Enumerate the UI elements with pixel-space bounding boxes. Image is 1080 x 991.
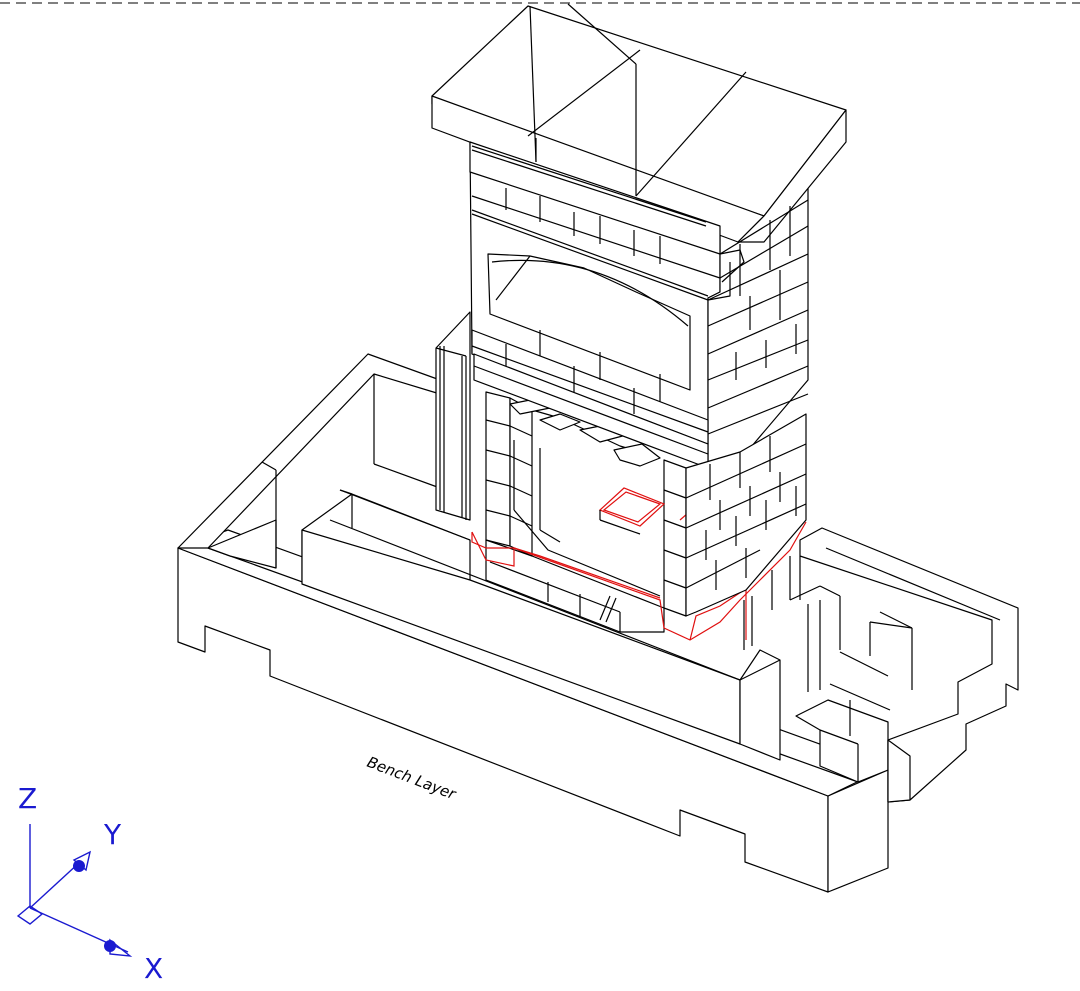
bench-end-face — [827, 769, 889, 893]
ucs-y-marker — [73, 860, 85, 872]
firebox-inner-box — [598, 487, 666, 527]
masonry-tower[interactable] — [431, 3, 847, 650]
tower-cap-side — [737, 109, 847, 243]
bench-right-wing-face — [887, 739, 911, 803]
bench-corner-recess — [795, 699, 889, 783]
ucs-y-axis — [29, 861, 81, 909]
ucs-y-label: Y — [103, 818, 122, 851]
left-duct-panel[interactable] — [435, 311, 471, 521]
ucs-origin-box — [16, 905, 44, 925]
ucs-z-label: Z — [18, 782, 37, 815]
firebox-left-column — [485, 391, 511, 547]
firebox[interactable] — [471, 391, 807, 641]
firebox-right-column — [663, 459, 687, 617]
bench[interactable] — [177, 353, 1019, 893]
firebox-red-outline — [471, 521, 807, 641]
tower-arch-opening — [487, 253, 691, 391]
firebox-hearth — [485, 539, 665, 633]
ucs-icon: Z Y X — [16, 782, 163, 985]
bench-step-block — [739, 649, 781, 761]
ucs-x-label: X — [144, 952, 163, 985]
layer-label: Bench Layer — [365, 753, 459, 804]
